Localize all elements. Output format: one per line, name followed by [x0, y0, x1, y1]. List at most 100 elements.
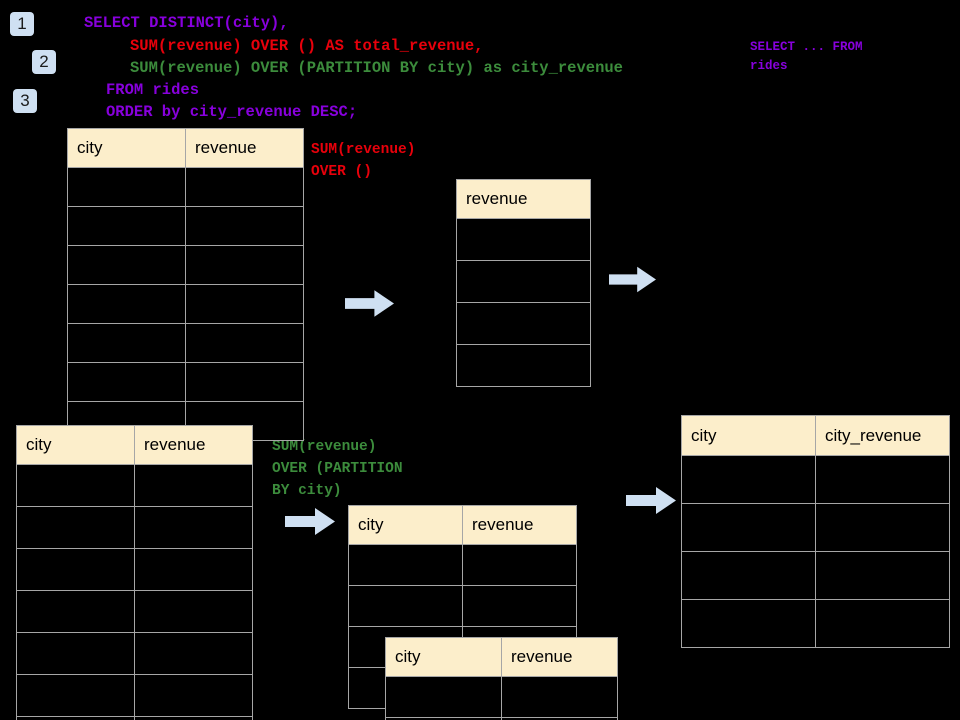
sum-over-empty-annotation: SUM(revenue) OVER ()	[311, 142, 416, 180]
table-cell	[501, 676, 618, 718]
arrow-source-to-total	[345, 290, 394, 317]
table-cell	[385, 676, 502, 718]
table-cell	[134, 716, 253, 720]
table-row	[16, 590, 253, 633]
table-cell	[134, 548, 253, 591]
step-badge-2: 2	[32, 50, 56, 74]
table-cell	[681, 455, 816, 504]
table-row	[681, 503, 950, 552]
table-cell	[501, 717, 618, 720]
table-cell	[16, 632, 135, 675]
table-cell	[16, 716, 135, 720]
column-header-city: city	[67, 128, 186, 168]
table-cell	[348, 585, 463, 627]
table-row	[348, 585, 577, 627]
table-row	[16, 506, 253, 549]
table-cell	[456, 302, 591, 345]
table-row	[348, 544, 577, 586]
step-badge-1: 1	[10, 12, 34, 36]
column-header-city_revenue: city_revenue	[815, 415, 950, 456]
step-badge-3: 3	[13, 89, 37, 113]
table-cell	[456, 218, 591, 261]
table-cell	[815, 551, 950, 600]
table-cell	[815, 455, 950, 504]
table-cell	[16, 506, 135, 549]
column-header-revenue: revenue	[462, 505, 577, 545]
sum-over-partition-annotation: SUM(revenue) OVER (PARTITION BY city)	[272, 439, 403, 499]
table-cell	[185, 245, 304, 285]
table-row	[67, 167, 304, 207]
table-row	[67, 362, 304, 402]
table-cell	[67, 362, 186, 402]
sql-line-1: SELECT DISTINCT(city),	[84, 14, 289, 32]
table-cell	[456, 344, 591, 387]
table-cell	[67, 245, 186, 285]
arrow-partition-to-result	[626, 487, 676, 514]
table-cell	[16, 464, 135, 507]
table-cell	[67, 323, 186, 363]
table-cell	[348, 544, 463, 586]
table-cell	[462, 585, 577, 627]
table-row	[16, 548, 253, 591]
sql-line-5: ORDER by city_revenue DESC;	[106, 103, 358, 121]
table-cell	[681, 599, 816, 648]
table-row	[67, 206, 304, 246]
table-cell	[67, 167, 186, 207]
table-row	[456, 344, 591, 387]
column-header-revenue: revenue	[185, 128, 304, 168]
table-cell	[67, 206, 186, 246]
column-header-city: city	[348, 505, 463, 545]
sql-side-note: SELECT ... FROM rides	[750, 40, 863, 73]
table-cell	[134, 674, 253, 717]
total-revenue-table: revenue	[456, 179, 591, 387]
table-cell	[16, 548, 135, 591]
table-cell	[815, 503, 950, 552]
table-row	[16, 674, 253, 717]
table-row	[681, 599, 950, 648]
column-header-city: city	[16, 425, 135, 465]
table-row	[385, 717, 618, 720]
table-row	[67, 323, 304, 363]
table-row	[16, 716, 253, 720]
table-cell	[67, 284, 186, 324]
table-cell	[134, 464, 253, 507]
table-cell	[185, 206, 304, 246]
table-cell	[134, 632, 253, 675]
table-row	[16, 632, 253, 675]
table-header-row: revenue	[456, 179, 591, 219]
column-header-revenue: revenue	[134, 425, 253, 465]
sql-line-2: SUM(revenue) OVER () AS total_revenue,	[130, 37, 484, 55]
arrow-total-to-result	[609, 266, 656, 293]
table-cell	[456, 260, 591, 303]
table-cell	[185, 362, 304, 402]
table-row	[67, 245, 304, 285]
sql-line-3: SUM(revenue) OVER (PARTITION BY city) as…	[130, 59, 623, 77]
table-cell	[16, 674, 135, 717]
table-cell	[681, 551, 816, 600]
table-cell	[462, 544, 577, 586]
table-cell	[681, 503, 816, 552]
table-cell	[185, 284, 304, 324]
table-cell	[185, 323, 304, 363]
sql-line-4: FROM rides	[106, 81, 200, 99]
column-header-city: city	[681, 415, 816, 456]
column-header-revenue: revenue	[501, 637, 618, 677]
table-row	[385, 676, 618, 718]
table-cell	[16, 590, 135, 633]
table-row	[67, 284, 304, 324]
table-cell	[134, 590, 253, 633]
table-row	[681, 455, 950, 504]
column-header-city: city	[385, 637, 502, 677]
table-cell	[134, 506, 253, 549]
table-row	[16, 464, 253, 507]
